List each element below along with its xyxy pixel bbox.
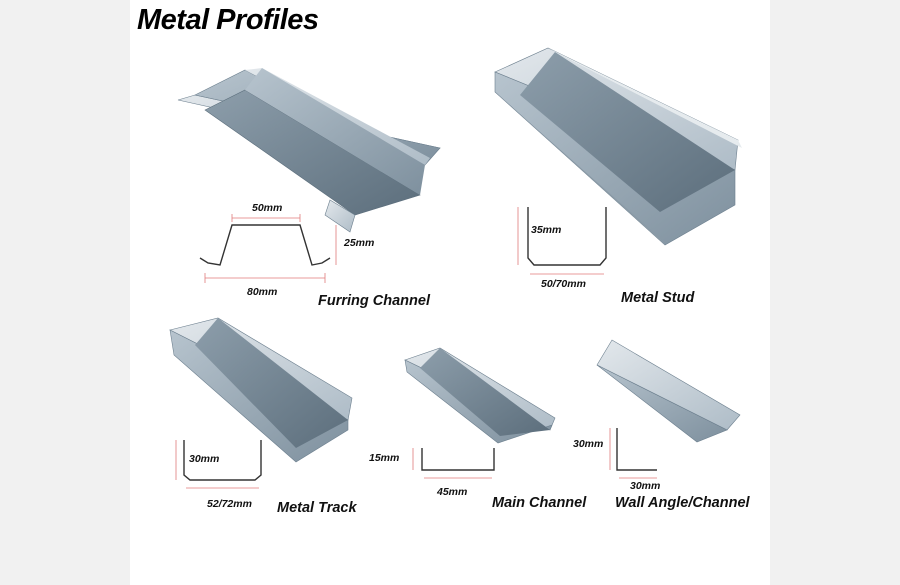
- wall-angle-shape: [596, 339, 741, 443]
- furring-width-top-label: 50mm: [252, 202, 283, 214]
- furring-width-bottom-label: 80mm: [247, 286, 278, 298]
- metal-track-shape: [169, 317, 353, 463]
- page-title: Metal Profiles: [137, 4, 319, 36]
- left-margin: [0, 0, 130, 585]
- track-width-label: 52/72mm: [207, 498, 252, 510]
- stud-height-label: 35mm: [531, 224, 562, 236]
- main-channel-profile: [412, 448, 495, 479]
- track-height-label: 30mm: [189, 453, 220, 465]
- metal-track-label: Metal Track: [277, 500, 357, 516]
- furring-channel-label: Furring Channel: [318, 293, 430, 309]
- furring-height-label: 25mm: [344, 237, 375, 249]
- furring-channel-shape: [177, 68, 441, 233]
- main-channel-height-label: 15mm: [369, 452, 400, 464]
- main-channel-width-label: 45mm: [437, 486, 468, 498]
- wall-angle-profile: [609, 428, 657, 479]
- metal-track-profile: [175, 440, 262, 489]
- stud-width-label: 50/70mm: [541, 278, 586, 290]
- metal-stud-profile: [517, 207, 607, 275]
- main-channel-shape: [404, 347, 556, 444]
- wall-angle-height-label: 30mm: [573, 438, 604, 450]
- right-margin: [770, 0, 900, 585]
- main-channel-label: Main Channel: [492, 495, 587, 511]
- metal-stud-label: Metal Stud: [621, 290, 695, 306]
- wall-angle-channel-label: Wall Angle/Channel: [615, 495, 750, 511]
- furring-channel-profile: [199, 214, 337, 283]
- metal-stud-shape: [494, 47, 742, 246]
- wall-angle-width-label: 30mm: [630, 480, 661, 492]
